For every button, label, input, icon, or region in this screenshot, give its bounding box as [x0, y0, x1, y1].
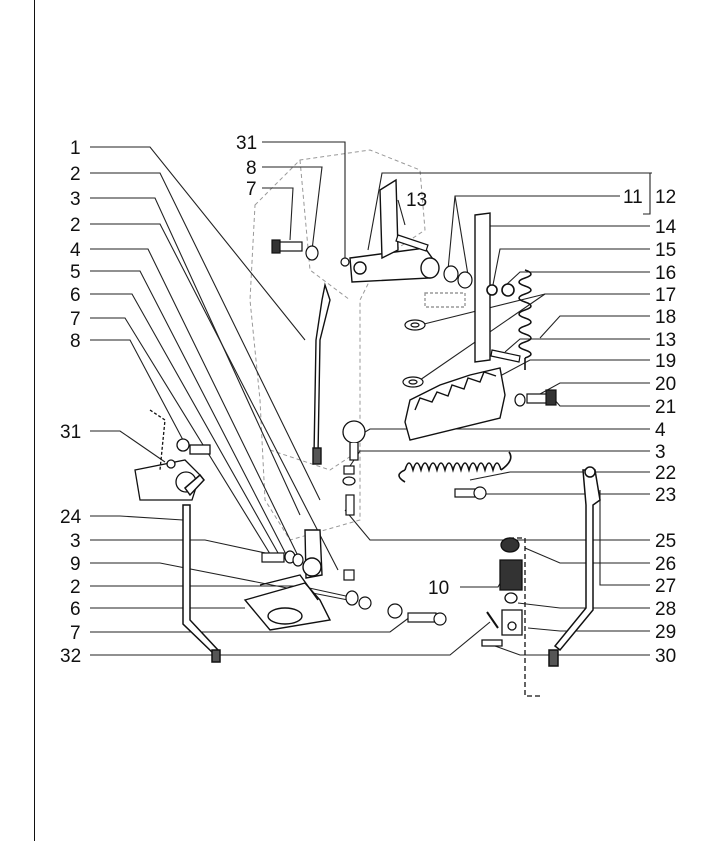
left-pedal-rod — [182, 473, 221, 663]
right-leader-lines — [262, 141, 652, 656]
callout-13: 13 — [655, 330, 676, 351]
callout-23: 23 — [655, 485, 676, 506]
callout-17: 17 — [655, 285, 676, 306]
callout-labels: 1 2 3 2 4 5 6 7 8 31 24 3 9 2 6 7 32 31 … — [60, 133, 677, 667]
callout-4: 4 — [655, 420, 666, 441]
callout-7: 7 — [70, 309, 81, 330]
callout-8: 8 — [70, 331, 81, 352]
lower-lever-assembly — [243, 529, 332, 631]
callout-32: 32 — [60, 646, 81, 667]
drawing-frame — [34, 0, 710, 841]
callout-27: 27 — [655, 576, 676, 597]
callout-25: 25 — [655, 531, 676, 552]
upper-lever — [349, 178, 440, 283]
callout-3: 3 — [655, 442, 666, 463]
callout-30: 30 — [655, 646, 676, 667]
callout-21: 21 — [655, 397, 676, 418]
callout-18: 18 — [655, 307, 676, 328]
callout-31: 31 — [236, 133, 257, 154]
callout-3: 3 — [70, 189, 81, 210]
callout-12: 12 — [655, 187, 676, 208]
callout-7: 7 — [70, 623, 81, 644]
bushings — [443, 265, 473, 289]
callout-22: 22 — [655, 463, 676, 484]
callout-5: 5 — [70, 262, 81, 283]
washers — [402, 319, 426, 388]
right-pedal-rod — [548, 466, 601, 667]
callout-11: 11 — [623, 187, 643, 208]
callout-10: 10 — [428, 578, 449, 599]
callout-2: 2 — [70, 164, 81, 185]
horizontal-spring — [398, 451, 512, 483]
callout-9: 9 — [70, 554, 81, 575]
callout-31: 31 — [60, 422, 81, 443]
callout-6: 6 — [70, 599, 81, 620]
callout-6: 6 — [70, 285, 81, 306]
rack-shaft — [404, 212, 506, 441]
shift-rod-upper — [312, 282, 331, 465]
ball-joint — [342, 420, 366, 461]
lower-left-fasteners — [261, 550, 355, 581]
callout-3: 3 — [70, 531, 81, 552]
callout-16: 16 — [655, 263, 676, 284]
callout-14: 14 — [655, 217, 677, 238]
callout-2: 2 — [70, 215, 81, 236]
pin-top — [395, 234, 429, 252]
callout-4: 4 — [70, 240, 81, 261]
callout-26: 26 — [655, 554, 676, 575]
callout-19: 19 — [655, 351, 676, 372]
upper-bolt — [271, 239, 350, 267]
callout-1: 1 — [70, 138, 81, 159]
housing-outline — [249, 149, 426, 541]
callout-7: 7 — [246, 179, 257, 200]
rack-bolt — [514, 389, 557, 407]
vertical-spring — [486, 269, 532, 370]
pin-lower — [490, 349, 521, 363]
callout-24: 24 — [60, 507, 82, 528]
callout-15: 15 — [655, 240, 676, 261]
callout-13: 13 — [406, 190, 427, 211]
callout-2: 2 — [70, 577, 81, 598]
bolt-23 — [454, 486, 487, 500]
callout-20: 20 — [655, 374, 676, 395]
small-fasteners-center — [342, 465, 356, 516]
callout-29: 29 — [655, 622, 676, 643]
clevis-assembly — [481, 537, 540, 697]
lower-right-fasteners — [345, 590, 447, 626]
callout-8: 8 — [246, 158, 257, 179]
callout-28: 28 — [655, 599, 676, 620]
